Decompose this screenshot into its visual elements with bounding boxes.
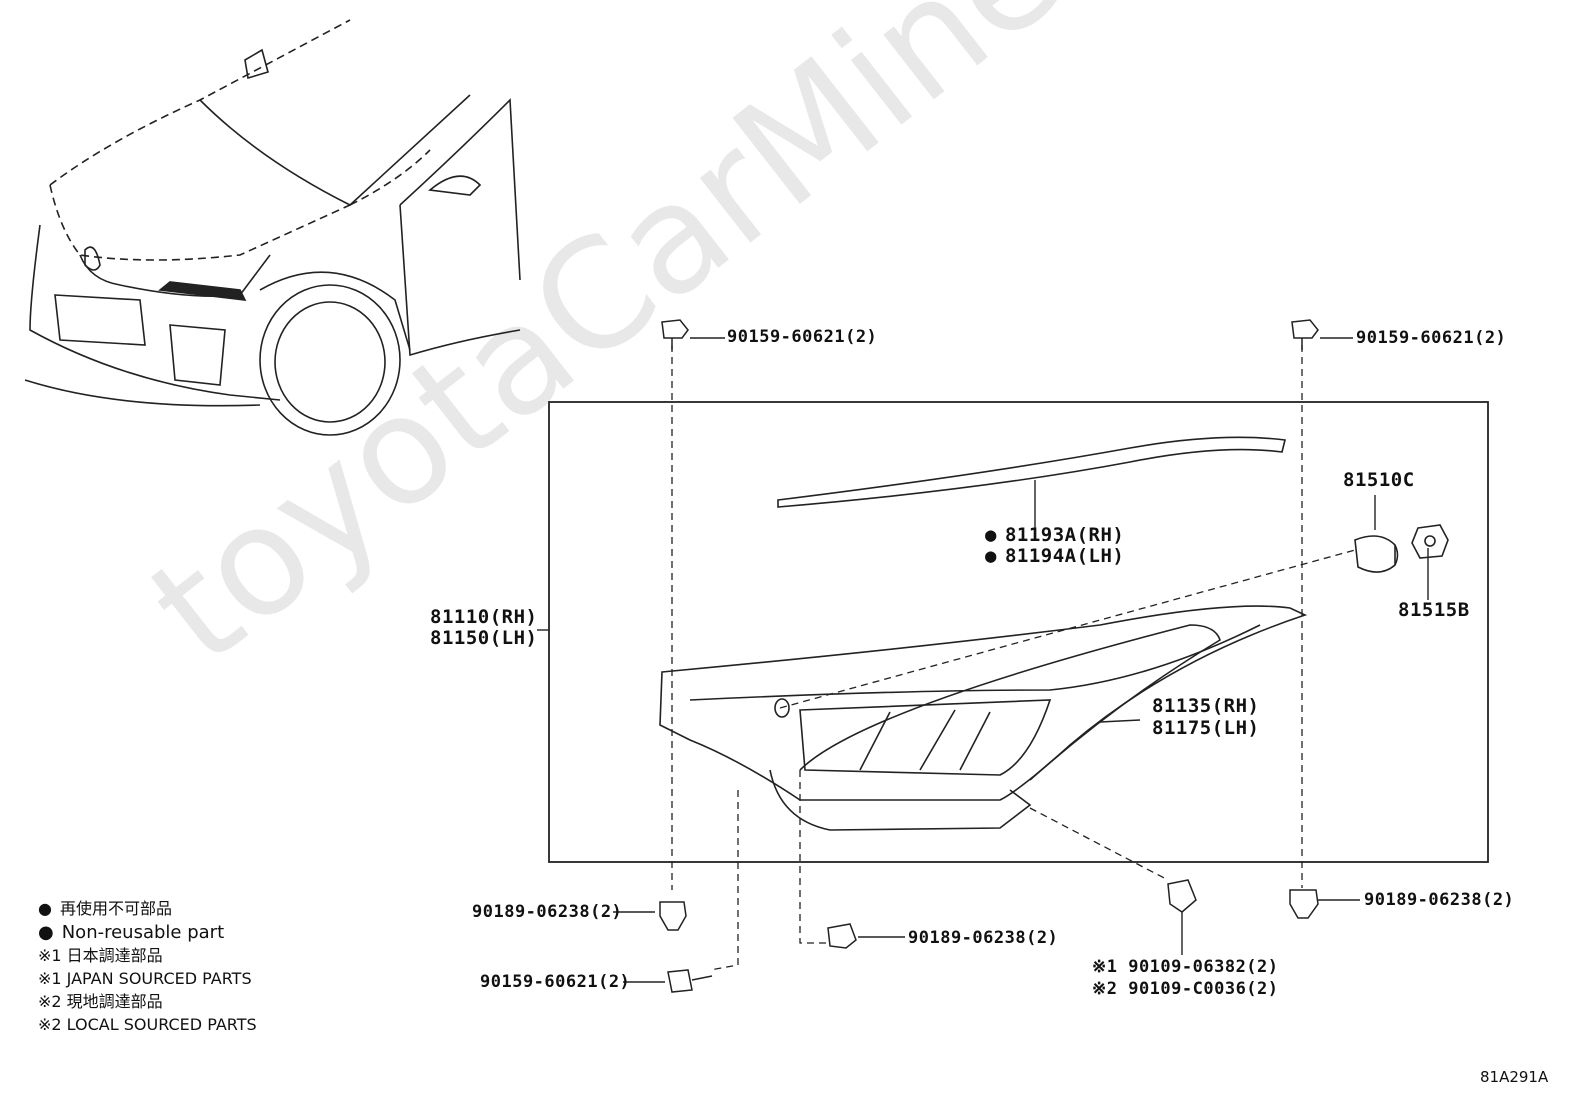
callout-screw-1: ※1 90109-06382(2) [1092, 957, 1279, 977]
assembly-box [548, 401, 1489, 863]
callout-strip-lh: 81194A(LH) [985, 546, 1124, 566]
screw-icon [1167, 879, 1197, 913]
callout-lens-rh: 81135(RH) [1152, 695, 1260, 717]
legend-japan-jp: ※1 日本調達部品 [38, 946, 163, 965]
callout-assembly-rh: 81110(RH) [430, 606, 538, 628]
trim-strip [777, 436, 1286, 508]
callout-lens-lh: 81175(LH) [1152, 717, 1260, 739]
car-illustration [24, 19, 521, 436]
clip-icon [1289, 889, 1319, 919]
legend-non-reusable-jp: 再使用不可部品 [38, 898, 172, 920]
legend-non-reusable-en: Non-reusable part [38, 922, 224, 944]
headlamp-assembly [659, 605, 1308, 831]
callout-bolt-top-right: 90159-60621(2) [1356, 328, 1507, 348]
callout-clip-left: 90189-06238(2) [472, 902, 623, 922]
callout-clip-center: 90189-06238(2) [908, 928, 1059, 948]
callout-socket: 81515B [1398, 599, 1470, 621]
clip-icon [827, 923, 857, 949]
callout-assembly-lh: 81150(LH) [430, 627, 538, 649]
figure-code: 81A291A [1480, 1068, 1549, 1086]
legend-japan-en: ※1 JAPAN SOURCED PARTS [38, 969, 252, 988]
callout-strip-rh: 81193A(RH) [985, 525, 1124, 545]
callout-bolt-bottom-left: 90159-60621(2) [480, 972, 631, 992]
bolt-icon [1291, 319, 1319, 350]
dashed-guides [671, 345, 1356, 971]
leader-lines [537, 337, 1429, 983]
callout-screw-2: ※2 90109-C0036(2) [1092, 979, 1279, 999]
bolt-icon [661, 319, 689, 350]
legend-local-en: ※2 LOCAL SOURCED PARTS [38, 1015, 257, 1034]
callout-bulb: 81510C [1343, 469, 1415, 491]
socket-icon [1411, 524, 1449, 559]
callout-clip-right: 90189-06238(2) [1364, 890, 1515, 910]
legend-local-jp: ※2 現地調達部品 [38, 992, 163, 1011]
callout-bolt-top-left: 90159-60621(2) [727, 327, 878, 347]
bulb-icon [1354, 535, 1399, 573]
clip-icon [659, 901, 687, 931]
bolt-icon [667, 969, 713, 993]
